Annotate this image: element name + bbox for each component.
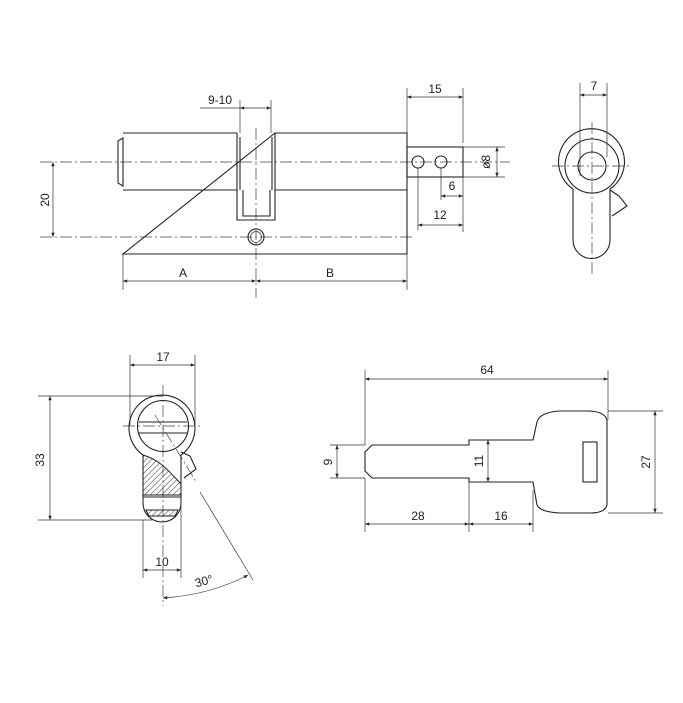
dim-9-10: 9-10 [208, 93, 232, 107]
dim-6: 6 [449, 179, 456, 193]
dim-30-deg: 30° [193, 572, 214, 590]
dim-b: B [326, 266, 334, 280]
dim-a: A [179, 266, 187, 280]
dim-10: 10 [155, 555, 169, 569]
cylinder-side-view: 15 9-10 ø8 6 12 20 A B [38, 82, 510, 298]
dim-16: 16 [494, 509, 508, 523]
cylinder-end-view: 7 [552, 79, 632, 275]
dim-20: 20 [38, 193, 52, 207]
dim-12: 12 [433, 208, 447, 222]
dim-17: 17 [156, 350, 170, 364]
dim-11: 11 [472, 454, 486, 467]
dim-7: 7 [591, 79, 598, 93]
dim-28: 28 [411, 509, 425, 523]
cylinder-section-view: 30° 17 33 10 [33, 350, 254, 606]
dim-33: 33 [33, 453, 47, 467]
dim-dia-8: ø8 [479, 155, 493, 169]
dim-15: 15 [428, 82, 442, 96]
dim-64: 64 [480, 363, 494, 377]
dim-27: 27 [639, 455, 653, 469]
dim-9: 9 [321, 458, 335, 465]
key-view: 64 27 9 11 28 16 [321, 363, 663, 532]
